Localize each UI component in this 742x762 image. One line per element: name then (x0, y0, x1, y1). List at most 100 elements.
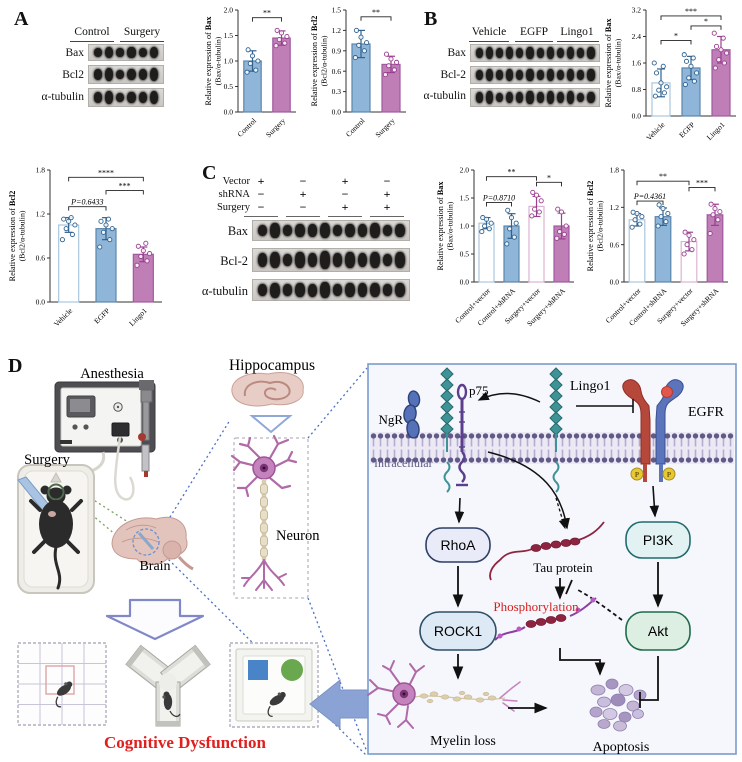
surgery-label: Surgery (24, 452, 70, 468)
svg-text:1.5: 1.5 (460, 194, 470, 203)
panel-letter-b: B (424, 8, 438, 30)
blot-a-group-surgery: Surgery (123, 26, 161, 38)
egfr-receptor-icon: P P (622, 379, 684, 482)
phosphorylation-label: Phosphorylation (493, 599, 579, 614)
anesthesia-label: Anesthesia (80, 366, 144, 382)
sym: − (257, 187, 265, 201)
anesthesia-machine-icon (54, 380, 156, 501)
sym: − (257, 200, 265, 214)
svg-text:Surgery: Surgery (264, 116, 287, 139)
svg-text:Control: Control (235, 116, 258, 139)
p75-receptor-icon (456, 383, 468, 452)
svg-text:1.0: 1.0 (460, 222, 470, 231)
svg-text:*: * (547, 173, 551, 182)
cond-shrna: shRNA (218, 189, 250, 200)
p75-to-tau-arrow (487, 451, 570, 530)
svg-text:Vehicle: Vehicle (644, 120, 667, 143)
apoptosis-icon (589, 678, 647, 732)
svg-text:P: P (635, 471, 640, 479)
blot-a-bands-bax (88, 44, 164, 61)
phospho-to-apoptosis-arrow (559, 648, 606, 676)
egfr-label: EGFR (688, 405, 724, 420)
svg-text:1.2: 1.2 (332, 26, 342, 35)
p75-label: p75 (469, 383, 489, 398)
svg-text:2.0: 2.0 (224, 6, 234, 15)
sym: − (341, 187, 349, 201)
intracellular-label: Intracellular (374, 456, 433, 470)
svg-text:Relative expression of Bcl2: Relative expression of Bcl2 (310, 16, 319, 107)
sym: + (341, 200, 349, 214)
blot-c-row-bax: Bax (227, 224, 248, 238)
svg-text:0.6: 0.6 (332, 67, 342, 76)
svg-text:EGFP: EGFP (92, 306, 111, 325)
rock1-label: ROCK1 (434, 623, 482, 639)
hippocampus-icon (231, 372, 304, 407)
underline (70, 41, 114, 42)
svg-text:1.2: 1.2 (610, 203, 620, 212)
cognitive-dysfunction-label: Cognitive Dysfunction (104, 733, 267, 752)
blot-b-group-lingo1: Lingo1 (560, 26, 594, 38)
phosphate-icon (630, 467, 644, 481)
blue-square-object (248, 660, 268, 680)
svg-text:1.0: 1.0 (224, 57, 234, 66)
svg-text:EGFP: EGFP (677, 120, 696, 139)
svg-text:0.0: 0.0 (460, 278, 470, 287)
blot-b-row-bax: Bax (447, 47, 466, 59)
tau-protein-label: Tau protein (533, 560, 593, 575)
blot-b-bands-bcl2 (470, 66, 600, 84)
sym: + (383, 200, 391, 214)
blot-b-row-tubulin: α-tubulin (423, 90, 466, 102)
panel-d-diagram: P P (17, 357, 737, 756)
svg-text:Lingo1: Lingo1 (127, 306, 149, 328)
svg-text:***: *** (696, 178, 708, 187)
svg-text:***: *** (119, 182, 131, 191)
svg-text:0.3: 0.3 (332, 87, 342, 96)
rhoa-node (425, 527, 491, 563)
cond-vector: Vector (222, 176, 250, 187)
blot-a-group-control: Control (74, 26, 110, 38)
down-arrow (105, 598, 205, 641)
lingo1-label: Lingo1 (570, 379, 610, 394)
svg-text:0.5: 0.5 (460, 250, 470, 259)
brain-icon (111, 516, 194, 571)
sym: + (341, 174, 349, 188)
svg-text:Relative expression of Bax: Relative expression of Bax (436, 181, 445, 271)
blot-c-bands-bcl2 (252, 248, 410, 272)
blot-c-row-bcl2: Bcl-2 (220, 254, 248, 268)
svg-text:0.0: 0.0 (332, 108, 342, 117)
svg-text:1.8: 1.8 (36, 166, 46, 175)
sym: − (299, 174, 307, 188)
svg-text:1.6: 1.6 (632, 59, 642, 68)
rhoa-label: RhoA (440, 537, 476, 553)
svg-text:0.0: 0.0 (632, 112, 642, 121)
svg-text:P=0.6433: P=0.6433 (70, 198, 103, 207)
svg-text:*: * (674, 31, 678, 40)
neuron-terminals (241, 559, 287, 591)
sym: + (257, 174, 265, 188)
akt-node (625, 611, 691, 651)
svg-text:P: P (667, 471, 672, 479)
akt-inhibits-apoptosis (640, 656, 659, 701)
svg-text:2.0: 2.0 (460, 166, 470, 175)
svg-text:**: ** (659, 172, 667, 181)
myelin-loss-label: Myelin loss (430, 734, 496, 749)
svg-text:P=0.4361: P=0.4361 (633, 192, 666, 201)
phospho-tau-icon (494, 597, 597, 641)
svg-text:P=0.8710: P=0.8710 (482, 193, 515, 202)
cond-surgery: Surgery (216, 202, 250, 213)
brain-label: Brain (139, 559, 170, 574)
blot-c-row-tubulin: α-tubulin (201, 284, 248, 298)
svg-text:1.5: 1.5 (332, 6, 342, 15)
svg-text:*: * (704, 17, 708, 26)
svg-text:***: *** (685, 7, 697, 16)
svg-text:0.0: 0.0 (224, 108, 234, 117)
svg-text:Relative expression of Bcl2: Relative expression of Bcl2 (586, 181, 595, 272)
blot-b-group-vehicle: Vehicle (471, 26, 507, 38)
svg-text:1.5: 1.5 (224, 31, 234, 40)
myelin-segments (260, 483, 268, 558)
